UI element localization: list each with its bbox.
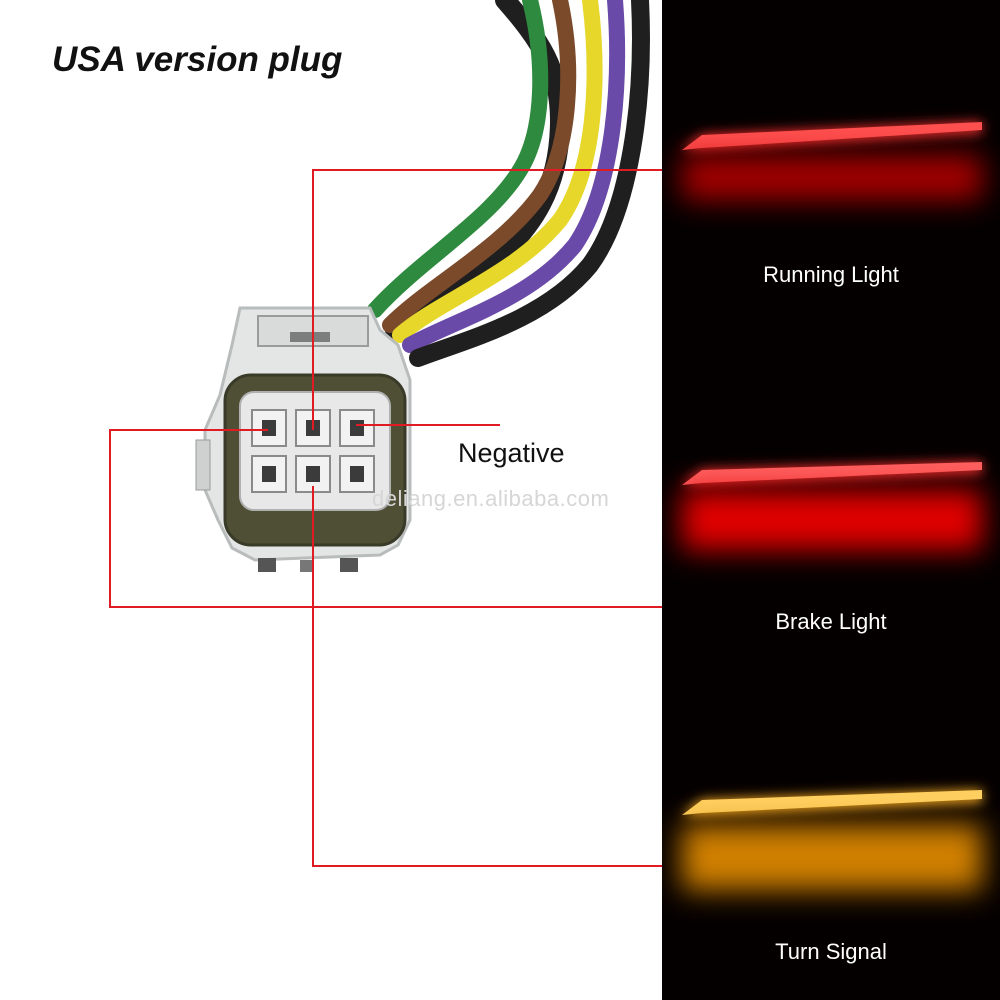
connector-pin-cavity xyxy=(251,455,287,493)
page-title: USA version plug xyxy=(52,40,343,79)
wire-black-2 xyxy=(409,0,650,367)
wire-bundle xyxy=(367,0,650,367)
negative-label: Negative xyxy=(458,438,565,468)
turn-signal-leader xyxy=(312,486,662,867)
connector-pin-cavity xyxy=(339,455,375,493)
connector-pin-cavity xyxy=(251,409,287,447)
running-light-leader xyxy=(312,169,662,430)
annotation-lines xyxy=(109,169,662,867)
light-modes-panel: Running Light Brake Light Turn Signal xyxy=(662,0,1000,1000)
connector-pin-cavity xyxy=(339,409,375,447)
brake-light-label: Brake Light xyxy=(775,609,887,634)
wire-brown xyxy=(382,0,577,333)
turn-signal-label: Turn Signal xyxy=(775,939,887,964)
turn-signal-bar xyxy=(682,790,982,890)
brake-light-bar xyxy=(682,462,982,550)
connector-panel: USA version plug Negative deliang.en.ali… xyxy=(52,0,662,867)
running-light-label: Running Light xyxy=(763,262,899,287)
connector-illustration xyxy=(109,0,662,867)
brake-light-leader xyxy=(109,429,662,608)
wire-purple xyxy=(402,0,626,353)
wire-yellow xyxy=(392,0,603,343)
running-light-bar xyxy=(682,122,982,200)
light-bars xyxy=(682,122,982,890)
watermark: deliang.en.alibaba.com xyxy=(372,486,610,511)
